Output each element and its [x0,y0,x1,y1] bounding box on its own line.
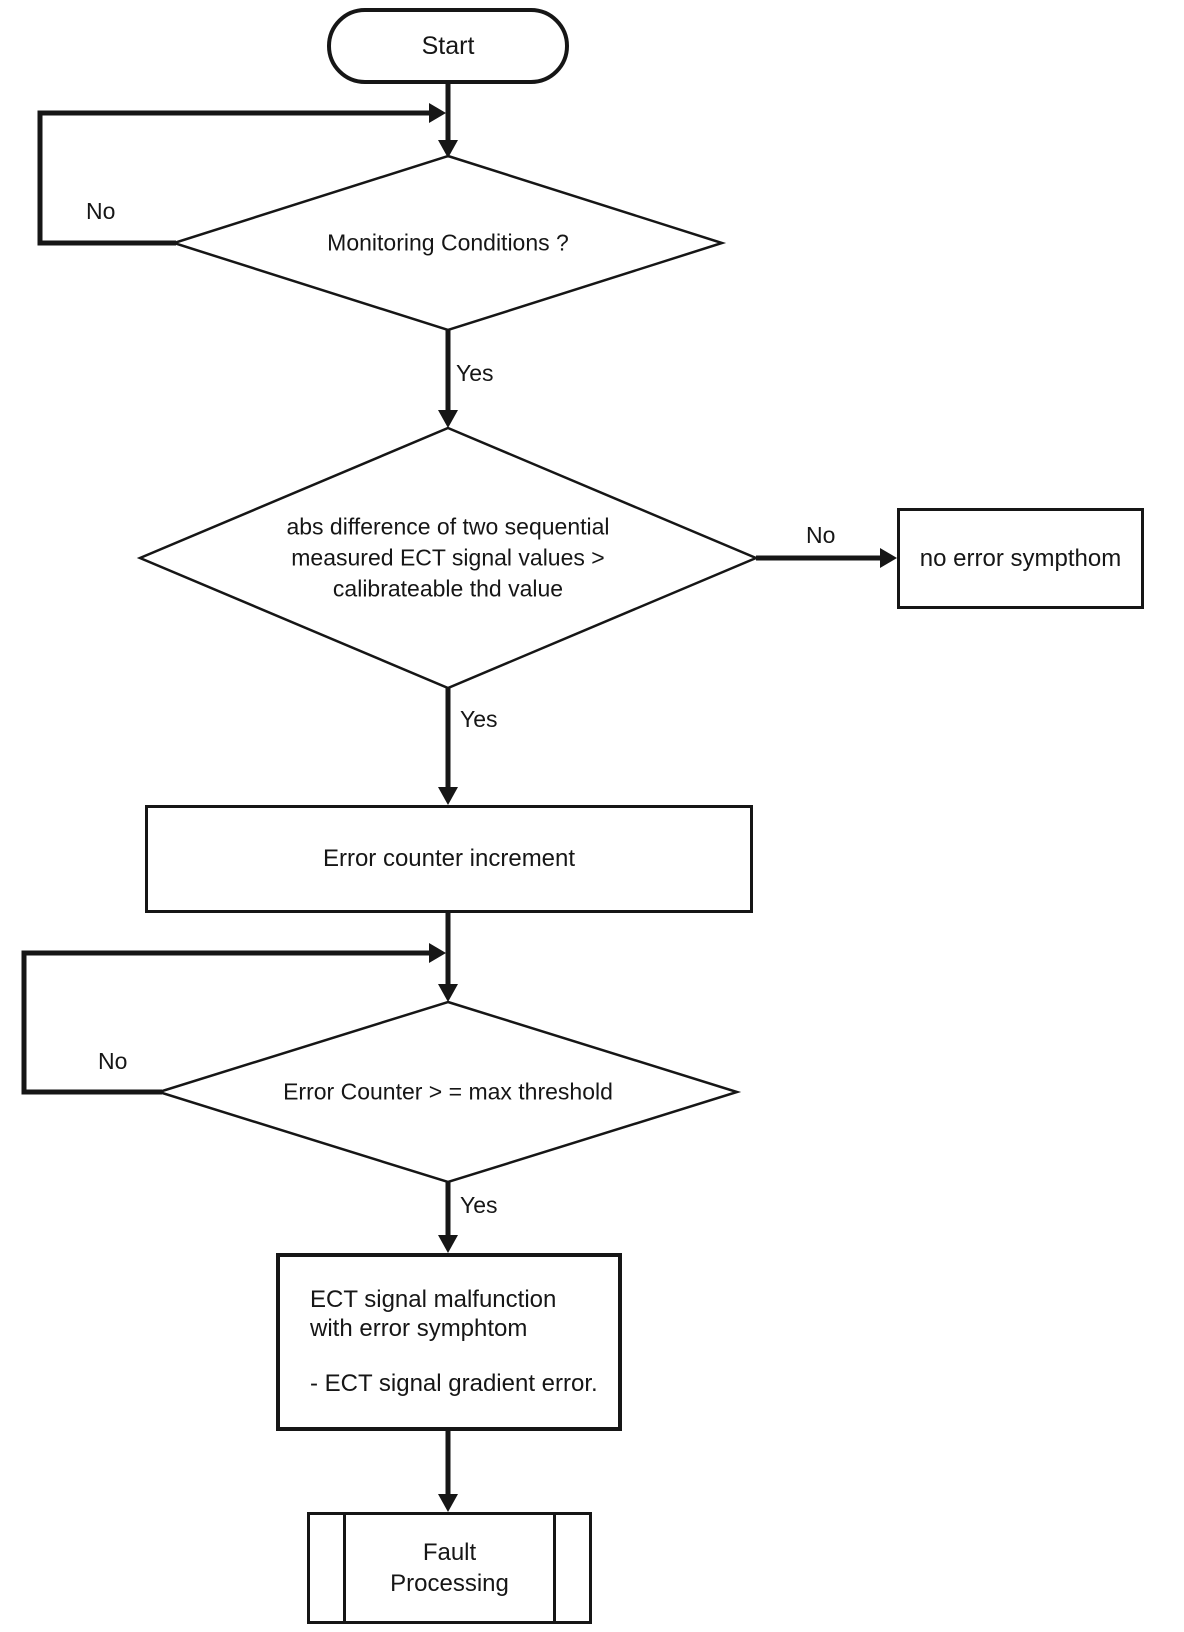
no-error-sympthom-label: no error sympthom [919,544,1122,572]
ect-malfunction-line-1: ECT signal malfunction [310,1286,557,1313]
predefined-process-left-bar [343,1515,346,1621]
edge-label-monitoring-no: No [86,198,116,224]
error-counter-increment-node: Error counter increment [145,805,753,913]
abs-difference-line-2: measured ECT signal values > [291,544,605,571]
abs-difference-label: abs difference of two sequential measure… [286,512,609,605]
connector-threshold-no-loop [21,950,430,1095]
abs-difference-line-1: abs difference of two sequential [286,513,610,540]
abs-difference-line-3: calibrateable thd value [332,575,564,602]
arrowhead-into-malfunction [438,1235,458,1253]
edge-label-absdiff-no: No [806,522,836,548]
predefined-process-right-bar [553,1515,556,1621]
edge-label-threshold-yes: Yes [460,1192,498,1218]
ect-malfunction-line-2: with error symphtom [310,1315,528,1342]
fault-processing-label: Fault Processing [390,1537,509,1599]
start-node: Start [327,8,569,84]
arrowhead-into-absdiff [438,410,458,428]
ect-malfunction-node: ECT signal malfunction with error sympht… [276,1253,622,1431]
start-label: Start [421,31,475,60]
arrowhead-into-threshold [438,984,458,1002]
edge-label-threshold-no: No [98,1048,128,1074]
connector-monitoring-no-loop [37,110,430,246]
ect-malfunction-line-3: - ECT signal gradient error. [310,1370,598,1397]
arrowhead-into-noerror [880,548,897,568]
monitoring-conditions-label: Monitoring Conditions ? [327,229,569,256]
arrowhead-into-increment [438,787,458,805]
error-counter-increment-label: Error counter increment [322,845,576,872]
no-error-sympthom-node: no error sympthom [897,508,1144,609]
error-counter-threshold-label: Error Counter > = max threshold [283,1078,613,1105]
arrowhead-into-fault [438,1494,458,1512]
arrowhead-monitoring-loop [429,103,446,123]
edge-label-monitoring-yes: Yes [456,360,494,386]
fault-processing-line-1: Fault [422,1539,477,1566]
fault-processing-line-2: Processing [390,1570,509,1597]
arrowhead-into-monitoring [438,140,458,158]
fault-processing-node: Fault Processing [307,1512,592,1624]
edge-label-absdiff-yes: Yes [460,706,498,732]
arrowhead-threshold-loop [429,943,446,963]
